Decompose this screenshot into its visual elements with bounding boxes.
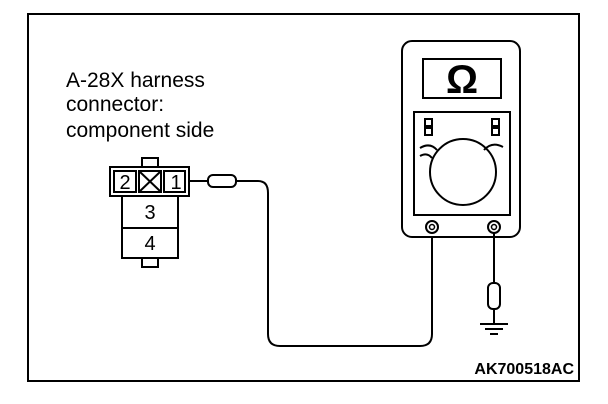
test-probe-icon (189, 174, 237, 188)
meter-display (422, 58, 502, 99)
pin-4-label: 4 (144, 233, 155, 255)
connector-label-line1: A-28X harness (66, 69, 205, 92)
ground-lead (487, 233, 501, 324)
meter-dial-tick-left (419, 144, 438, 151)
pin-1-cell (163, 170, 186, 193)
harness-connector: 2 1 3 4 (109, 157, 190, 268)
meter-switch-right (491, 118, 500, 127)
pin-3-label: 3 (144, 202, 155, 224)
meter-dial (429, 138, 497, 206)
meter-display-symbol: Ω (446, 58, 478, 102)
connector-label: A-28X harness connector: component side (66, 69, 214, 142)
pin-1-label: 1 (170, 172, 181, 194)
meter-dial-tick-right (483, 143, 504, 151)
multimeter-icon: Ω (401, 40, 521, 238)
connector-label-line2: connector: (66, 93, 164, 116)
meter-switch-right-2 (491, 127, 500, 136)
diagram-frame (27, 13, 580, 382)
pin-2-label: 2 (119, 172, 130, 194)
meter-switch-left (424, 118, 433, 127)
meter-jack-right-inner (490, 223, 498, 231)
empty-cavity-cross-b (138, 170, 162, 193)
ground-probe-icon (487, 282, 501, 310)
figure-code: AK700518AC (474, 361, 574, 378)
pin-2-cell (113, 170, 137, 193)
ground-icon (480, 323, 508, 335)
connector-label-line3: component side (66, 119, 214, 142)
test-lead-wire (236, 180, 433, 347)
meter-jack-left-inner (428, 223, 436, 231)
meter-switch-left-2 (424, 127, 433, 136)
meter-dial-tick-left-2 (419, 153, 433, 159)
